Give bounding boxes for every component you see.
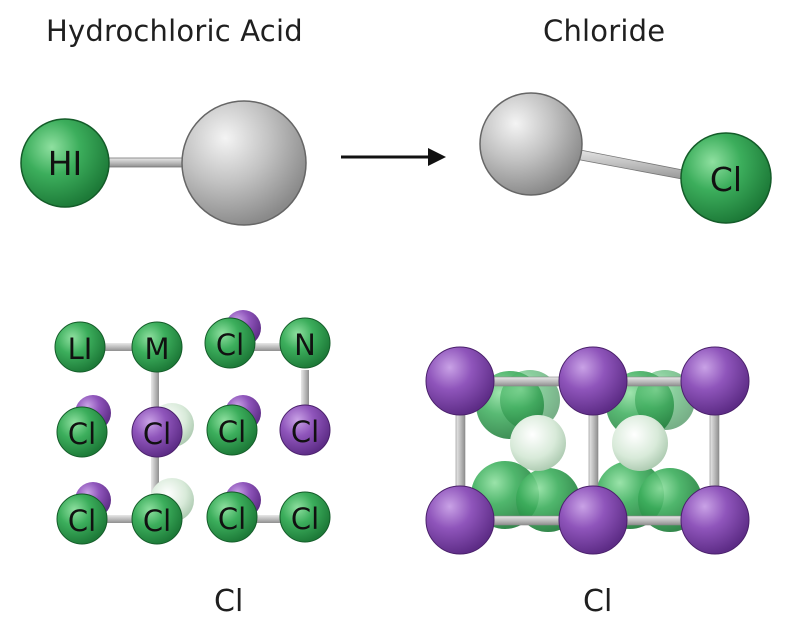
- lattice-label: Cl: [143, 504, 171, 538]
- gray-atom: [479, 92, 583, 196]
- purple-atom: [680, 346, 750, 416]
- lattice-atom: [279, 404, 331, 456]
- title-chloride: Chloride: [543, 14, 666, 48]
- lattice-label: Cl: [291, 415, 319, 449]
- lattice-atom: [206, 404, 258, 456]
- lattice-atom: [204, 317, 256, 369]
- purple-atom: [558, 346, 628, 416]
- lattice-atom: [56, 406, 108, 458]
- lattice-atom: [279, 317, 331, 369]
- left-lattice: LI M Cl N Cl Cl Cl Cl Cl Cl Cl Cl: [54, 310, 331, 545]
- lattice-atom: [279, 491, 331, 543]
- green-atom: [680, 132, 772, 224]
- gray-atom: [181, 100, 307, 226]
- lattice-label: Cl: [291, 502, 319, 536]
- title-hydrochloric-acid: Hydrochloric Acid: [46, 14, 303, 48]
- lattice-atom: [54, 321, 106, 373]
- lattice-label: LI: [68, 332, 93, 366]
- atom-label-hi: HI: [48, 144, 83, 183]
- lattice-label: Cl: [218, 415, 246, 449]
- lattice-label: Cl: [216, 328, 244, 362]
- lattice-label: Cl: [218, 502, 246, 536]
- bond-rod: [99, 157, 191, 168]
- lattice-atom: [131, 321, 183, 373]
- caption-right: Cl: [583, 584, 613, 619]
- atom-label-cl: Cl: [710, 160, 742, 199]
- purple-atom: [425, 346, 495, 416]
- lattice-atom: [131, 493, 183, 545]
- lattice-atom: [56, 493, 108, 545]
- right-crystal-lattice: [425, 346, 750, 555]
- lattice-label: Cl: [68, 504, 96, 538]
- lattice-label: Cl: [68, 417, 96, 451]
- hydrochloric-acid-molecule: HI: [20, 100, 307, 226]
- lattice-atom: [206, 491, 258, 543]
- green-atom: [20, 118, 110, 208]
- reaction-arrow: [341, 148, 446, 166]
- lattice-label: N: [294, 328, 316, 362]
- lattice-atom: [131, 406, 183, 458]
- lattice-label: Cl: [143, 417, 171, 451]
- caption-left: Cl: [214, 584, 244, 619]
- chloride-molecule: Cl: [479, 92, 772, 224]
- purple-atom: [425, 485, 495, 555]
- purple-atom: [558, 485, 628, 555]
- bond-rod: [569, 147, 699, 183]
- purple-atom: [680, 485, 750, 555]
- lattice-label: M: [144, 332, 169, 366]
